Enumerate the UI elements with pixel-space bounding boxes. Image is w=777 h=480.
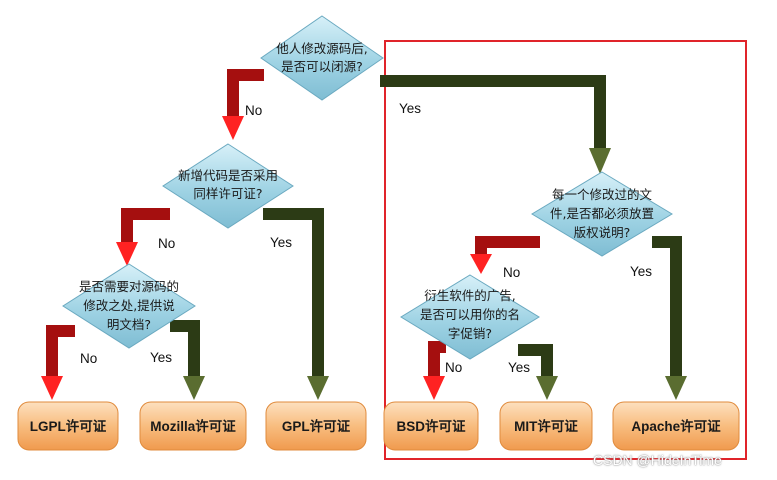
- decision-name-promotion-line1: 衍生软件的广告,: [424, 288, 515, 303]
- license-box-mozilla: Mozilla许可证: [139, 401, 247, 451]
- license-box-lgpl: LGPL许可证: [17, 401, 119, 451]
- label-d3-yes: Yes: [150, 350, 172, 365]
- decision-name-promotion-line2: 是否可以用你的名: [420, 307, 520, 322]
- decision-same-license-line2: 同样许可证?: [193, 186, 262, 201]
- decision-name-promotion: 衍生软件的广告, 是否可以用你的名 字促销?: [400, 274, 540, 360]
- decision-copyright-notice-line2: 件,是否都必须放置: [550, 206, 654, 221]
- license-lgpl-label: LGPL许可证: [30, 418, 107, 434]
- label-d2-no: No: [158, 236, 175, 251]
- arrow-d5-yes: [518, 344, 558, 400]
- label-d5-yes: Yes: [508, 360, 530, 375]
- arrow-d2-no: [116, 208, 170, 266]
- decision-document-changes-line3: 明文档?: [107, 317, 151, 332]
- license-mit-label: MIT许可证: [514, 418, 578, 434]
- decision-close-source-line1: 他人修改源码后,: [276, 41, 367, 56]
- arrow-d3-no: [41, 325, 75, 400]
- label-d2-yes: Yes: [270, 235, 292, 250]
- arrow-d3-yes: [170, 320, 205, 400]
- license-box-mit: MIT许可证: [499, 401, 593, 451]
- decision-name-promotion-line3: 字促销?: [448, 326, 492, 341]
- license-box-bsd: BSD许可证: [383, 401, 479, 451]
- watermark: CSDN @HideInTime: [593, 452, 722, 468]
- decision-document-changes-line2: 修改之处,提供说: [83, 298, 174, 313]
- license-box-gpl: GPL许可证: [265, 401, 367, 451]
- decision-close-source-line2: 是否可以闭源?: [281, 59, 363, 74]
- decision-close-source: 他人修改源码后, 是否可以闭源?: [260, 15, 384, 101]
- arrow-d5-no: [423, 341, 446, 400]
- label-d3-no: No: [80, 351, 97, 366]
- decision-copyright-notice-line3: 版权说明?: [574, 225, 631, 240]
- license-mozilla-label: Mozilla许可证: [150, 418, 236, 434]
- label-d4-yes: Yes: [630, 264, 652, 279]
- decision-document-changes-line1: 是否需要对源码的: [79, 279, 179, 294]
- arrow-d1-yes: [380, 75, 611, 174]
- license-gpl-label: GPL许可证: [282, 418, 351, 434]
- decision-same-license: 新增代码是否采用 同样许可证?: [162, 143, 294, 229]
- decision-same-license-line1: 新增代码是否采用: [178, 168, 278, 183]
- decision-copyright-notice: 每一个修改过的文 件,是否都必须放置 版权说明?: [531, 171, 673, 257]
- arrow-d4-no: [470, 236, 540, 274]
- label-d1-no: No: [245, 103, 262, 118]
- label-d5-no: No: [445, 360, 462, 375]
- label-d1-yes: Yes: [399, 101, 421, 116]
- arrow-d2-yes: [263, 208, 329, 400]
- label-d4-no: No: [503, 265, 520, 280]
- decision-copyright-notice-line1: 每一个修改过的文: [552, 187, 653, 202]
- arrow-d4-yes: [652, 236, 687, 400]
- license-bsd-label: BSD许可证: [396, 418, 466, 434]
- highlight-frame: [384, 40, 747, 460]
- license-apache-label: Apache许可证: [631, 418, 721, 434]
- decision-document-changes: 是否需要对源码的 修改之处,提供说 明文档?: [62, 263, 196, 349]
- license-box-apache: Apache许可证: [612, 401, 740, 451]
- arrow-d1-no: [222, 69, 264, 140]
